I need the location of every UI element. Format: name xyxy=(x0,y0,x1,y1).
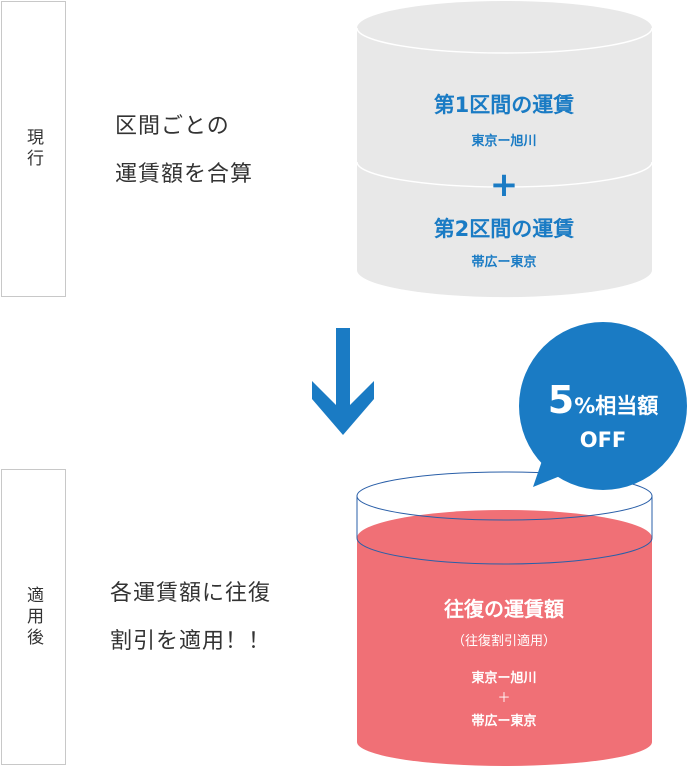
current-label: 現行 xyxy=(23,128,43,170)
after-subtitle: （往復割引適用） xyxy=(452,633,556,649)
after-description: 各運賃額に往復 割引を適用！！ xyxy=(110,570,271,666)
svg-text:5%相当額: 5%相当額 xyxy=(548,378,659,422)
plus-icon: + xyxy=(490,165,519,205)
current-cylinder xyxy=(356,1,653,298)
after-route1: 東京ー旭川 xyxy=(471,670,536,686)
discount-percent: 5 xyxy=(548,378,574,422)
after-route2: 帯広ー東京 xyxy=(471,713,536,729)
arrow-down-icon xyxy=(312,328,374,435)
current-description-line: 運賃額を合算 xyxy=(115,162,254,187)
discount-off: OFF xyxy=(580,428,627,452)
after-label: 適用後 xyxy=(23,585,43,649)
current-description: 区間ごとの 運賃額を合算 xyxy=(115,103,253,199)
after-plus: ＋ xyxy=(497,691,510,706)
discount-suffix: %相当額 xyxy=(574,394,658,418)
segment1-title: 第1区間の運賃 xyxy=(434,93,575,117)
after-description-line: 割引を適用！！ xyxy=(110,629,272,654)
after-title: 往復の運賃額 xyxy=(444,597,564,621)
after-description-line: 各運賃額に往復 xyxy=(110,581,272,606)
segment1-route: 東京ー旭川 xyxy=(471,133,536,149)
after-cylinder xyxy=(356,471,653,766)
segment2-title: 第2区間の運賃 xyxy=(434,217,575,241)
after-label-box: 適用後 xyxy=(1,469,66,765)
current-description-line: 区間ごとの xyxy=(115,114,230,139)
current-label-box: 現行 xyxy=(1,1,66,297)
segment2-route: 帯広ー東京 xyxy=(471,254,536,270)
discount-badge: 5%相当額 OFF xyxy=(519,322,687,490)
